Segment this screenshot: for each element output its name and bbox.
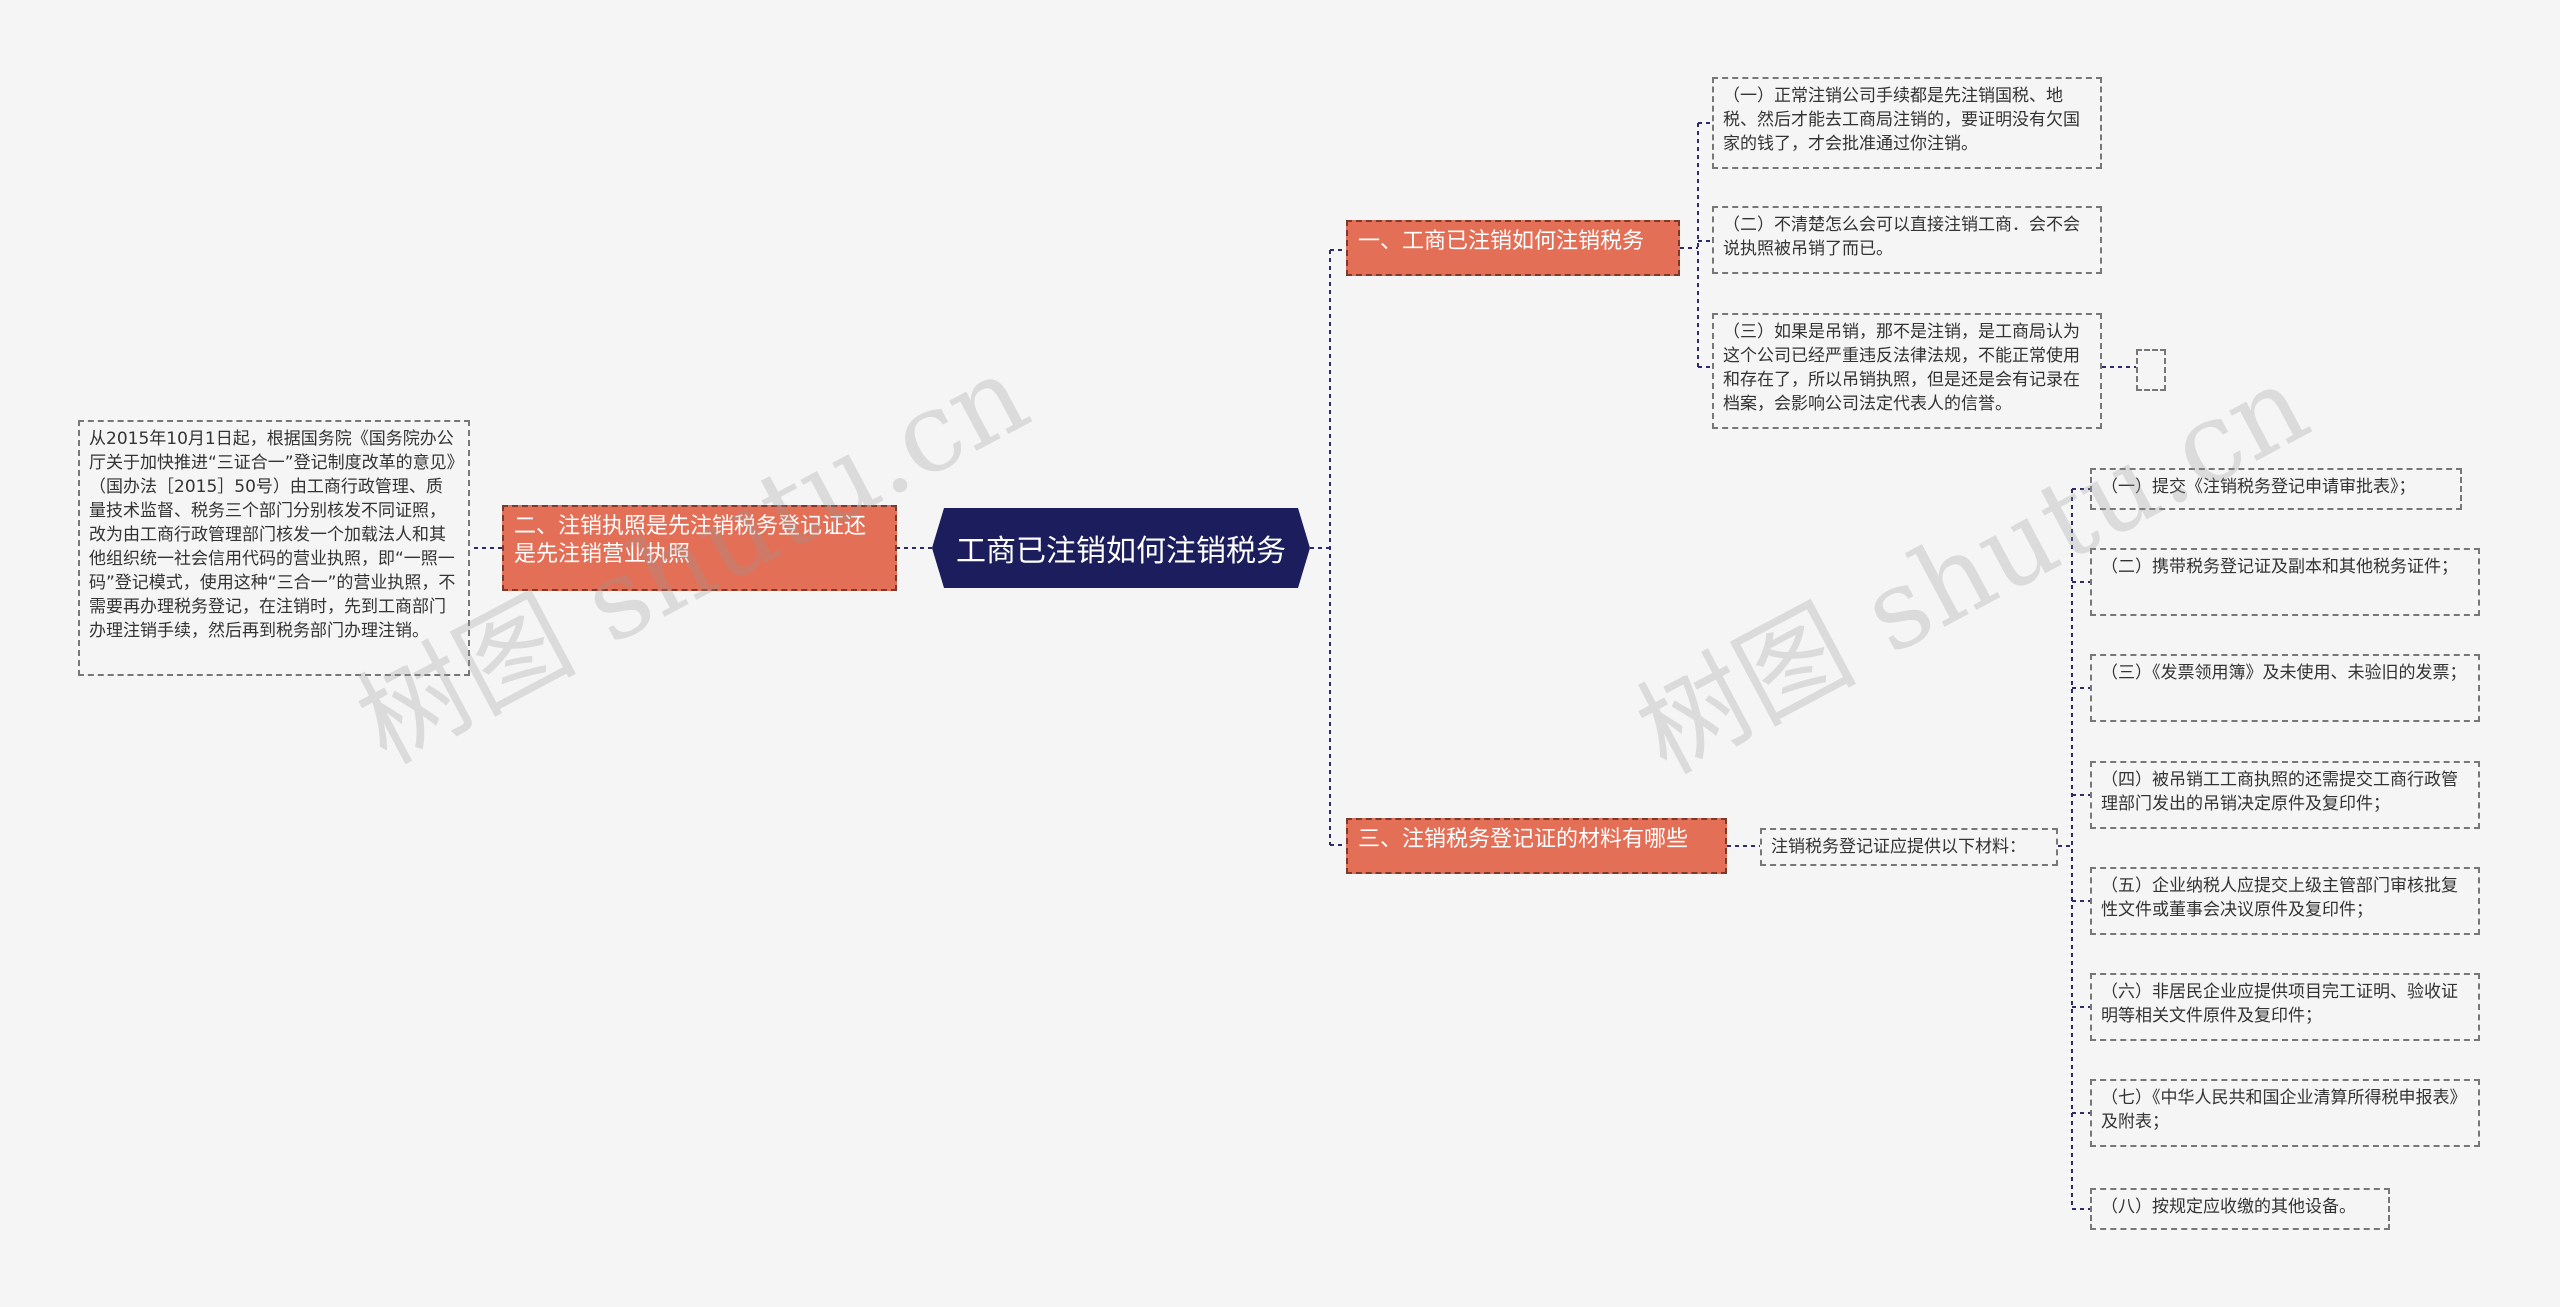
material-item-6[interactable]: （六）非居民企业应提供项目完工证明、验收证明等相关文件原件及复印件； — [2090, 973, 2480, 1041]
material-item-4[interactable]: （四）被吊销工工商执照的还需提交工商行政管理部门发出的吊销决定原件及复印件； — [2090, 761, 2480, 829]
leaf-text: （六）非居民企业应提供项目完工证明、验收证明等相关文件原件及复印件； — [2101, 982, 2458, 1026]
root-hexagon-shape — [932, 508, 1310, 588]
leaf-text: （七）《中华人民共和国企业清算所得税申报表》及附表； — [2101, 1088, 2467, 1132]
branch-3[interactable]: 三、注销税务登记证的材料有哪些 — [1346, 818, 1727, 874]
branch-1[interactable]: 一、工商已注销如何注销税务 — [1346, 220, 1680, 276]
leaf-text: 从2015年10月1日起，根据国务院《国务院办公厅关于加快推进“三证合一”登记制… — [89, 429, 456, 641]
root-title: 工商已注销如何注销税务 — [956, 534, 1286, 569]
material-item-7[interactable]: （七）《中华人民共和国企业清算所得税申报表》及附表； — [2090, 1079, 2480, 1147]
branch-2-leaf[interactable]: 从2015年10月1日起，根据国务院《国务院办公厅关于加快推进“三证合一”登记制… — [78, 420, 470, 676]
branch-2-label: 二、注销执照是先注销税务登记证还是先注销营业执照 — [514, 514, 867, 567]
branch-2[interactable]: 二、注销执照是先注销税务登记证还是先注销营业执照 — [502, 505, 897, 591]
branch-1-leaf-3[interactable]: （三）如果是吊销，那不是注销，是工商局认为这个公司已经严重违反法律法规，不能正常… — [1712, 313, 2102, 429]
leaf-text: （二）携带税务登记证及副本和其他税务证件； — [2101, 557, 2458, 577]
branch-1-label: 一、工商已注销如何注销税务 — [1358, 229, 1645, 254]
leaf-text: （八）按规定应收缴的其他设备。 — [2101, 1197, 2356, 1217]
branch-3-label: 三、注销税务登记证的材料有哪些 — [1358, 827, 1689, 852]
branch-1-leaf-1[interactable]: （一）正常注销公司手续都是先注销国税、地税、然后才能去工商局注销的，要证明没有欠… — [1712, 77, 2102, 169]
leaf-text: 注销税务登记证应提供以下材料： — [1771, 837, 2026, 857]
leaf-text: （一）正常注销公司手续都是先注销国税、地税、然后才能去工商局注销的，要证明没有欠… — [1723, 86, 2080, 154]
material-item-8[interactable]: （八）按规定应收缴的其他设备。 — [2090, 1188, 2390, 1230]
root-node[interactable]: 工商已注销如何注销税务 — [932, 508, 1310, 588]
material-item-3[interactable]: （三）《发票领用簿》及未使用、未验旧的发票； — [2090, 654, 2480, 722]
leaf-text: （四）被吊销工工商执照的还需提交工商行政管理部门发出的吊销决定原件及复印件； — [2101, 770, 2458, 814]
branch-3-mid-node[interactable]: 注销税务登记证应提供以下材料： — [1760, 828, 2058, 866]
material-item-5[interactable]: （五）企业纳税人应提交上级主管部门审核批复性文件或董事会决议原件及复印件； — [2090, 867, 2480, 935]
material-item-1[interactable]: （一）提交《注销税务登记申请审批表》； — [2090, 468, 2462, 510]
empty-child-node[interactable] — [2136, 349, 2166, 391]
leaf-text: （三）如果是吊销，那不是注销，是工商局认为这个公司已经严重违反法律法规，不能正常… — [1723, 322, 2080, 414]
leaf-text: （三）《发票领用簿》及未使用、未验旧的发票； — [2101, 663, 2467, 683]
material-item-2[interactable]: （二）携带税务登记证及副本和其他税务证件； — [2090, 548, 2480, 616]
leaf-text: （一）提交《注销税务登记申请审批表》； — [2101, 477, 2416, 497]
leaf-text: （五）企业纳税人应提交上级主管部门审核批复性文件或董事会决议原件及复印件； — [2101, 876, 2458, 920]
leaf-text: （二）不清楚怎么会可以直接注销工商．会不会说执照被吊销了而已。 — [1723, 215, 2080, 259]
branch-1-leaf-2[interactable]: （二）不清楚怎么会可以直接注销工商．会不会说执照被吊销了而已。 — [1712, 206, 2102, 274]
